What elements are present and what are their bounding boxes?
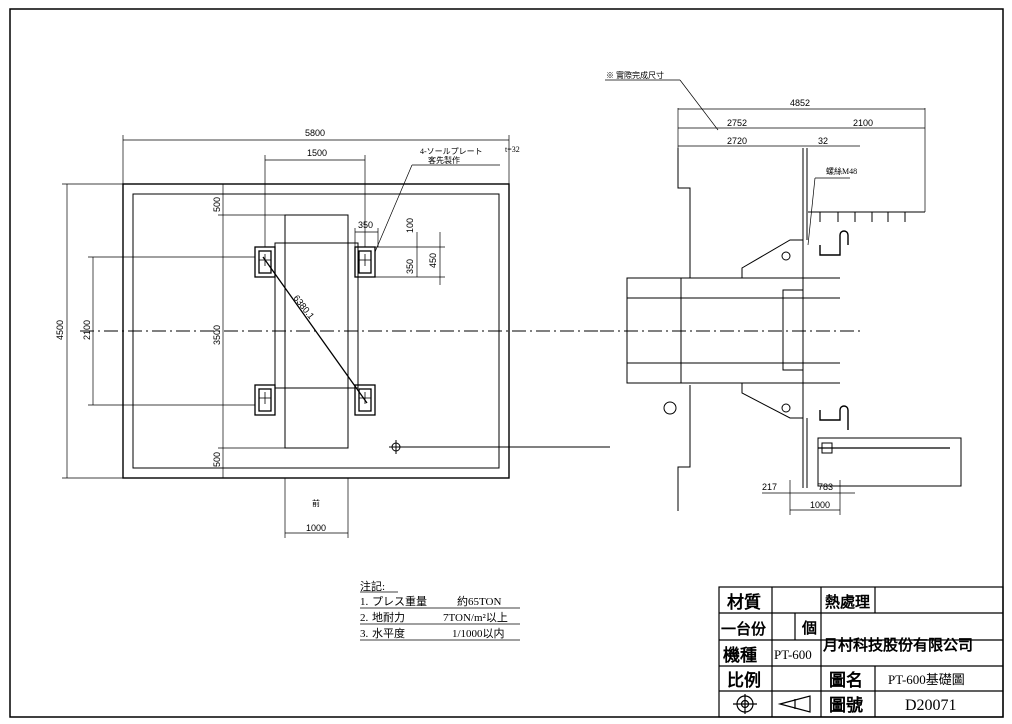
projection-symbol-icon [733,694,811,714]
dim-500-top: 500 [212,197,222,212]
qty-unit: 個 [801,619,817,637]
section-view [600,79,962,515]
title-block [718,586,1004,718]
plan-view [62,135,610,538]
dim-4852: 4852 [790,98,810,108]
note-3-value: 1/1000以内 [452,626,505,640]
dim-783: 783 [818,482,833,492]
company-name: 月村科技股份有限公司 [822,636,973,654]
drawing-border [9,8,1004,718]
dim-32: 32 [818,136,828,146]
model-label: 機種 [723,645,757,666]
dim-350b: 350 [405,259,415,274]
dim-1500: 1500 [307,148,327,158]
heat-treatment-label: 熱處理 [825,593,870,611]
pad-frame [274,242,359,389]
dim-500-bottom: 500 [212,452,222,467]
note-3-label: 水平度 [372,626,405,640]
note-2-no: 2. [360,612,369,624]
note-1-value: 約65TON [457,594,501,608]
front-label: 前 [312,498,320,508]
dim-2720: 2720 [727,136,747,146]
note-2-value: 7TON/m²以上 [443,611,508,624]
thickness-label: t=32 [505,145,520,154]
dim-diagonal: 6380.1 [291,293,316,321]
bolt-label: 螺絲M48 [826,166,857,176]
drawing-name-label: 圖名 [829,670,863,691]
dim-2100: 2100 [82,320,92,340]
note-2-label: 地耐力 [372,611,405,624]
dim-2100-section: 2100 [853,118,873,128]
dim-2752: 2752 [727,118,747,128]
model-value: PT-600 [774,647,812,662]
notes-block: 注記: 1. プレス重量 約65TON 2. 地耐力 7TON/m²以上 3. … [360,579,520,641]
dim-1000-bottom: 1000 [306,523,326,533]
drawing-name-value: PT-600基礎圖 [888,672,965,687]
drawing-no-label: 圖號 [829,696,863,716]
dim-217: 217 [762,482,777,492]
material-label: 材質 [727,592,761,613]
dim-5800: 5800 [305,128,325,138]
note-3-no: 3. [360,628,369,640]
actual-size-note: ※ 實際完成尺寸 [606,70,664,80]
diagonal-line [262,256,368,404]
sole-plate-note-2: 客先製作 [428,155,460,165]
dim-100: 100 [405,218,415,233]
dim-350: 350 [358,220,373,230]
dim-1000-section: 1000 [810,500,830,510]
dim-4500: 4500 [55,320,65,340]
notes-heading: 注記: [360,579,385,593]
dim-450: 450 [428,253,438,268]
note-1-label: プレス重量 [372,594,427,608]
scale-label: 比例 [727,670,761,691]
note-1-no: 1. [360,596,369,608]
qty-label: 一台份 [721,620,767,638]
dim-3500: 3500 [212,325,222,345]
sole-plate-note-1: 4-ソールプレート [420,147,483,156]
drawing-no-value: D20071 [905,697,957,714]
